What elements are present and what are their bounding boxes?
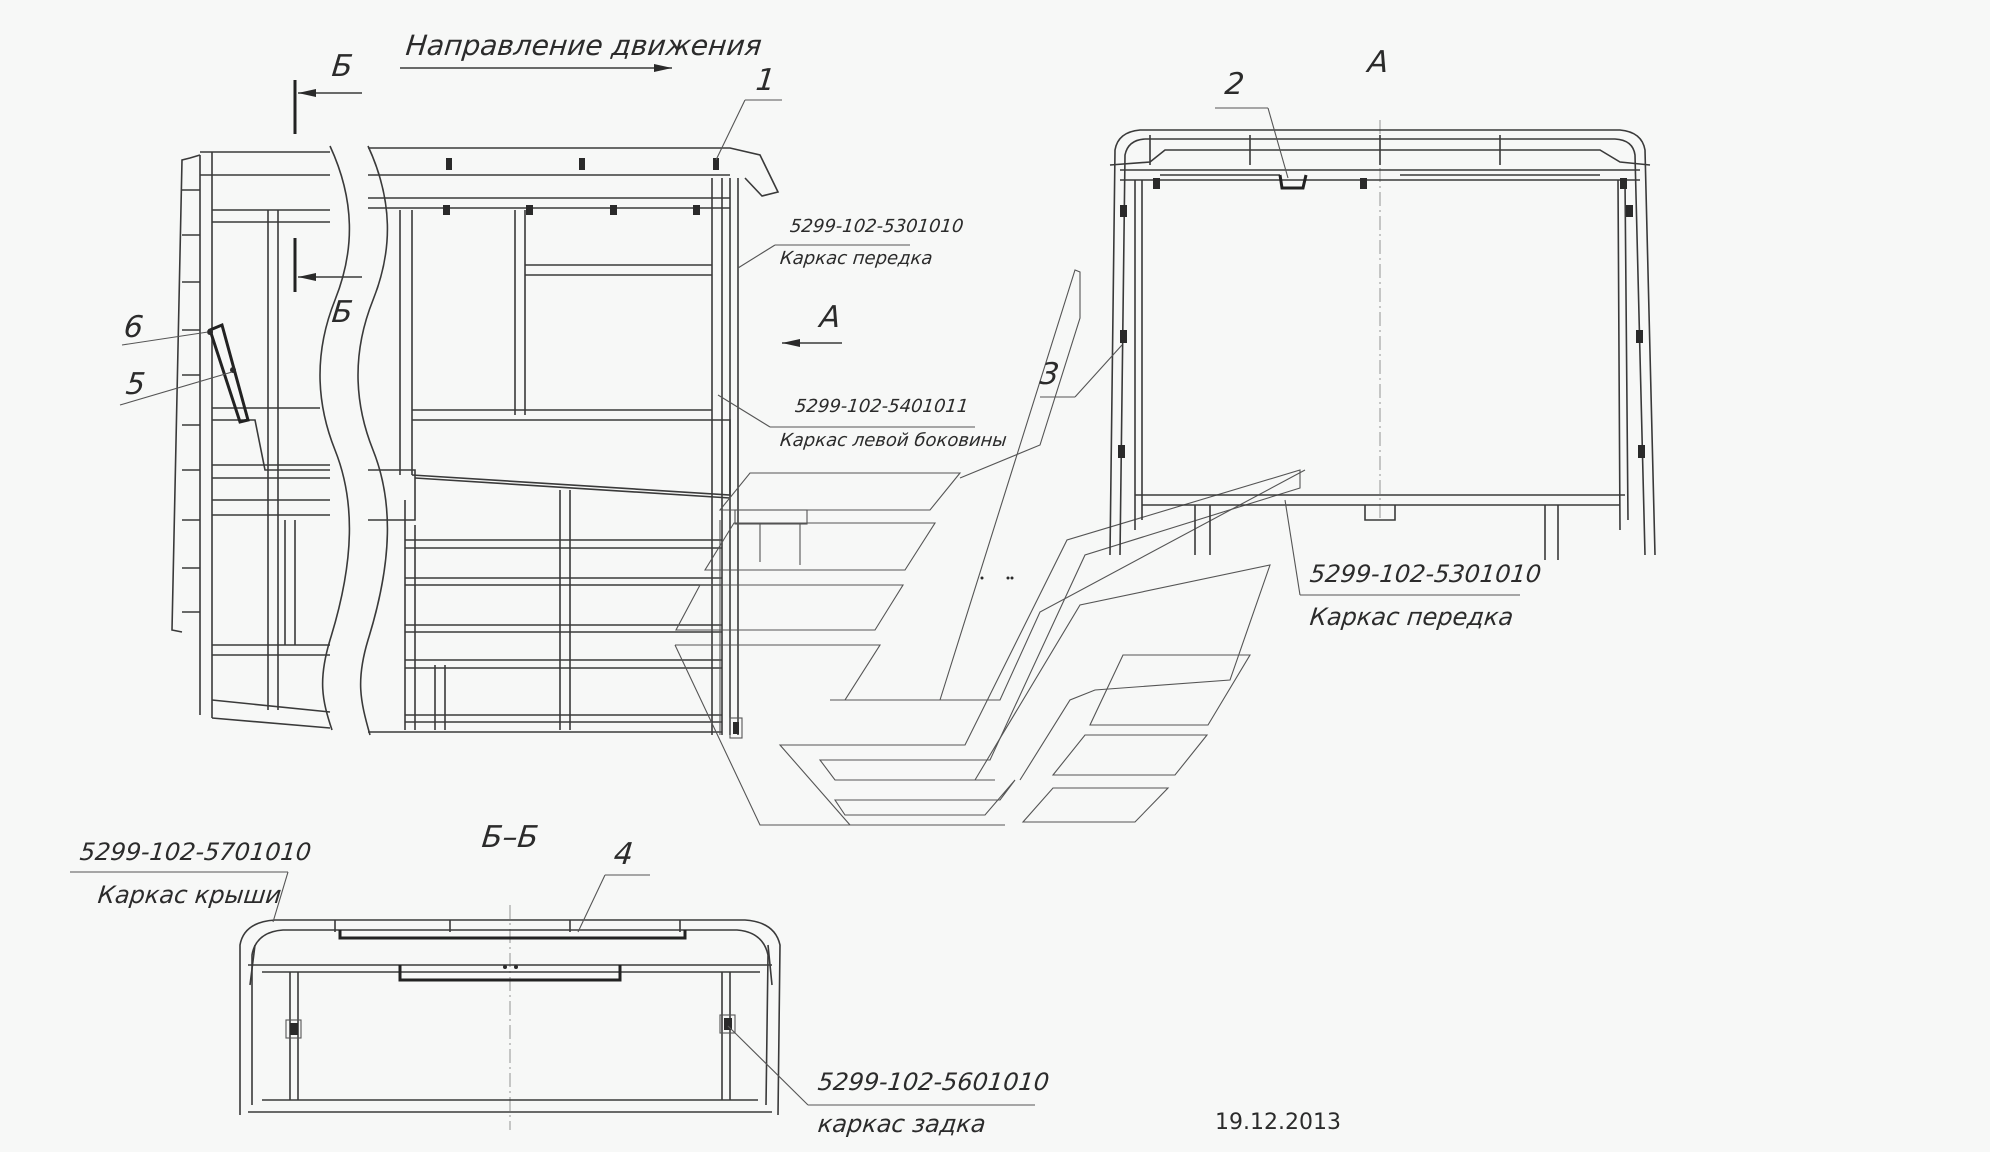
direction-label: Направление движения [404,29,764,62]
rear-frame-name: каркас задка [816,1110,988,1138]
roof-frame-code: 5299-102-5701010 [78,838,313,866]
front-frame-large-name: Каркас передка [1308,603,1515,631]
front-frame-large-code: 5299-102-5301010 [1308,560,1543,588]
callout-2: 2 [1223,67,1246,102]
view-a-title: А [1366,45,1391,80]
front-frame-small-code: 5299-102-5301010 [788,216,965,237]
callout-6: 6 [122,310,145,345]
section-mark-b-bottom-label: Б [330,295,355,330]
section-mark-b-bottom [293,238,362,292]
view-a-arrow [782,339,842,347]
callout-4: 4 [612,837,635,872]
section-mark-b-top-label: Б [330,49,355,84]
callout-3: 3 [1038,357,1061,392]
callout-5: 5 [124,367,147,402]
leader-lines [70,99,1520,1106]
drawing-date: 19.12.2013 [1215,1110,1341,1135]
section-mark-b-top [293,80,362,134]
section-bb-frame [239,905,781,1130]
section-bb-title: Б–Б [480,820,541,855]
view-a-frame [1109,120,1656,560]
view-a-arrow-label: А [818,300,843,335]
rear-frame-code: 5299-102-5601010 [816,1068,1051,1096]
side-frame-view [171,145,780,739]
top-brackets [443,158,719,215]
direction-arrow [400,64,672,72]
left-side-frame-code: 5299-102-5401011 [793,396,970,417]
front-frame-small-name: Каркас передка [778,248,934,269]
callout-1: 1 [754,63,777,98]
front-frame-panels [674,269,1306,826]
roof-frame-name: Каркас крыши [96,881,283,909]
left-side-frame-name: Каркас левой боковины [778,430,1008,451]
